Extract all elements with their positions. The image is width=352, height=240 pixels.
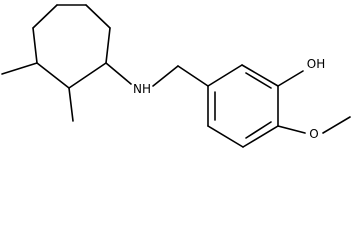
bond: [68, 62, 107, 89]
bond: [242, 125, 279, 148]
nh-label: NH: [133, 82, 151, 96]
bond: [105, 62, 132, 85]
double-bond: [245, 72, 272, 89]
oh-label: OH: [307, 57, 325, 71]
bond: [152, 65, 179, 87]
bond: [85, 4, 111, 29]
bond: [177, 65, 209, 87]
cyclohexane-ring: [32, 4, 111, 89]
bond: [277, 125, 306, 134]
bond: [36, 62, 70, 89]
methyl-bond: [1, 62, 38, 75]
bond: [322, 116, 351, 134]
bond: [32, 27, 38, 64]
bond: [207, 125, 244, 148]
molecule-structure: NH OH O: [1, 4, 351, 148]
methoxy-oxygen-label: O: [309, 127, 318, 141]
benzene-ring: [207, 64, 279, 148]
double-bond: [245, 121, 272, 139]
bond: [241, 64, 279, 87]
bond: [32, 4, 58, 29]
bond: [277, 70, 304, 87]
bond: [105, 27, 111, 64]
methyl-bond: [68, 87, 74, 122]
bond: [207, 64, 243, 87]
